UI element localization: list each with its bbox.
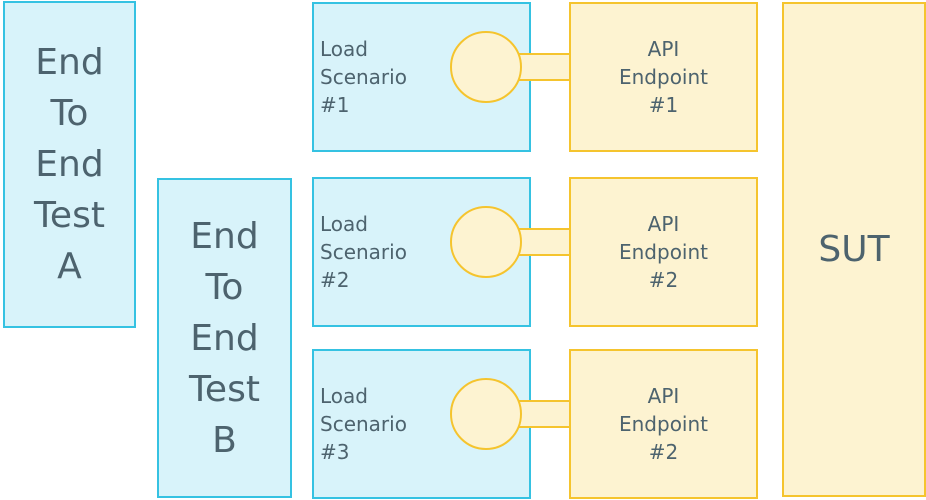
api-endpoint-2-box: API Endpoint #2 — [569, 177, 758, 327]
lollipop-interface-circle-1 — [450, 31, 522, 103]
api-endpoint-3-box: API Endpoint #2 — [569, 349, 758, 499]
api-endpoint-1-box: API Endpoint #1 — [569, 2, 758, 152]
end-to-end-test-b-box: End To End Test B — [157, 178, 292, 498]
sut-box: SUT — [782, 2, 926, 497]
load-scenario-3-box: Load Scenario #3 — [312, 349, 531, 499]
lollipop-interface-circle-2 — [450, 206, 522, 278]
lollipop-interface-circle-3 — [450, 378, 522, 450]
end-to-end-test-a-box: End To End Test A — [3, 1, 136, 328]
load-scenario-2-box: Load Scenario #2 — [312, 177, 531, 327]
